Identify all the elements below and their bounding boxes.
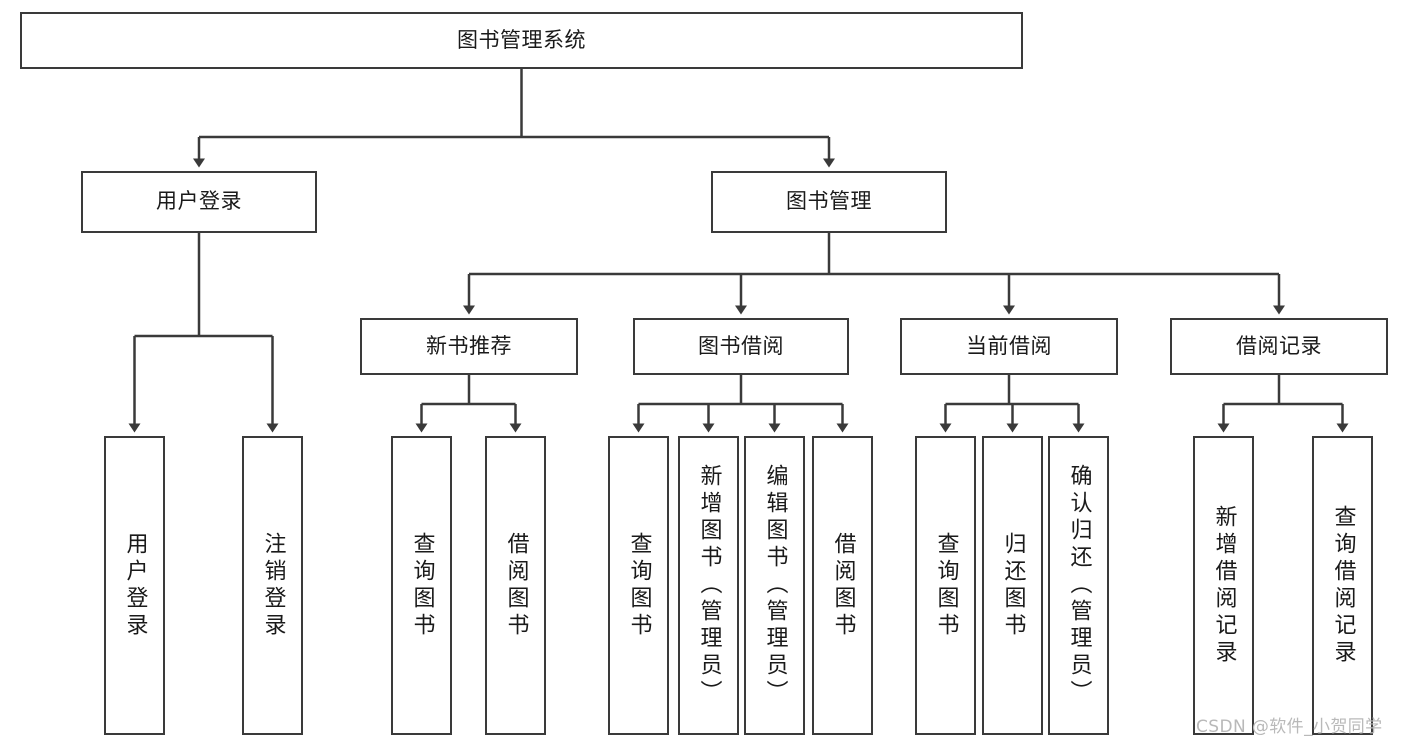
node-label: 编辑图书（管理员） (762, 464, 788, 707)
leaf-node[interactable]: 查询图书 (915, 436, 976, 735)
node-label: 注销登录 (260, 531, 286, 640)
node-book-manage[interactable]: 图书管理 (711, 171, 947, 233)
node-label: 新增借阅记录 (1211, 504, 1237, 667)
node-label: 新书推荐 (426, 333, 512, 358)
leaf-node[interactable]: 查询借阅记录 (1312, 436, 1373, 735)
node-label: 查询图书 (933, 531, 959, 640)
leaf-node[interactable]: 查询图书 (391, 436, 452, 735)
leaf-node[interactable]: 归还图书 (982, 436, 1043, 735)
node-label: 当前借阅 (966, 333, 1052, 358)
node-label: 确认归还（管理员） (1066, 464, 1092, 707)
node-book-borrow[interactable]: 图书借阅 (633, 318, 849, 375)
leaf-node[interactable]: 借阅图书 (812, 436, 873, 735)
leaf-node[interactable]: 注销登录 (242, 436, 303, 735)
node-label: 图书管理 (786, 189, 872, 214)
node-label: 归还图书 (1000, 531, 1026, 640)
leaf-node[interactable]: 用户登录 (104, 436, 165, 735)
node-label: 图书借阅 (698, 333, 784, 358)
node-label: 查询图书 (409, 531, 435, 640)
node-label: 查询图书 (626, 531, 652, 640)
node-label: 借阅记录 (1236, 333, 1322, 358)
node-label: 用户登录 (156, 189, 242, 214)
leaf-node[interactable]: 新增借阅记录 (1193, 436, 1254, 735)
node-current-borrow[interactable]: 当前借阅 (900, 318, 1118, 375)
node-user-login[interactable]: 用户登录 (81, 171, 317, 233)
node-label: 借阅图书 (503, 531, 529, 640)
node-new-book-recommend[interactable]: 新书推荐 (360, 318, 578, 375)
leaf-node[interactable]: 新增图书（管理员） (678, 436, 739, 735)
leaf-node[interactable]: 借阅图书 (485, 436, 546, 735)
node-label: 用户登录 (122, 531, 148, 640)
node-root[interactable]: 图书管理系统 (20, 12, 1023, 69)
node-label: 图书管理系统 (457, 27, 586, 52)
node-label: 借阅图书 (830, 531, 856, 640)
leaf-node[interactable]: 编辑图书（管理员） (744, 436, 805, 735)
leaf-node[interactable]: 查询图书 (608, 436, 669, 735)
node-label: 查询借阅记录 (1330, 504, 1356, 667)
node-borrow-record[interactable]: 借阅记录 (1170, 318, 1388, 375)
node-label: 新增图书（管理员） (696, 464, 722, 707)
leaf-node[interactable]: 确认归还（管理员） (1048, 436, 1109, 735)
